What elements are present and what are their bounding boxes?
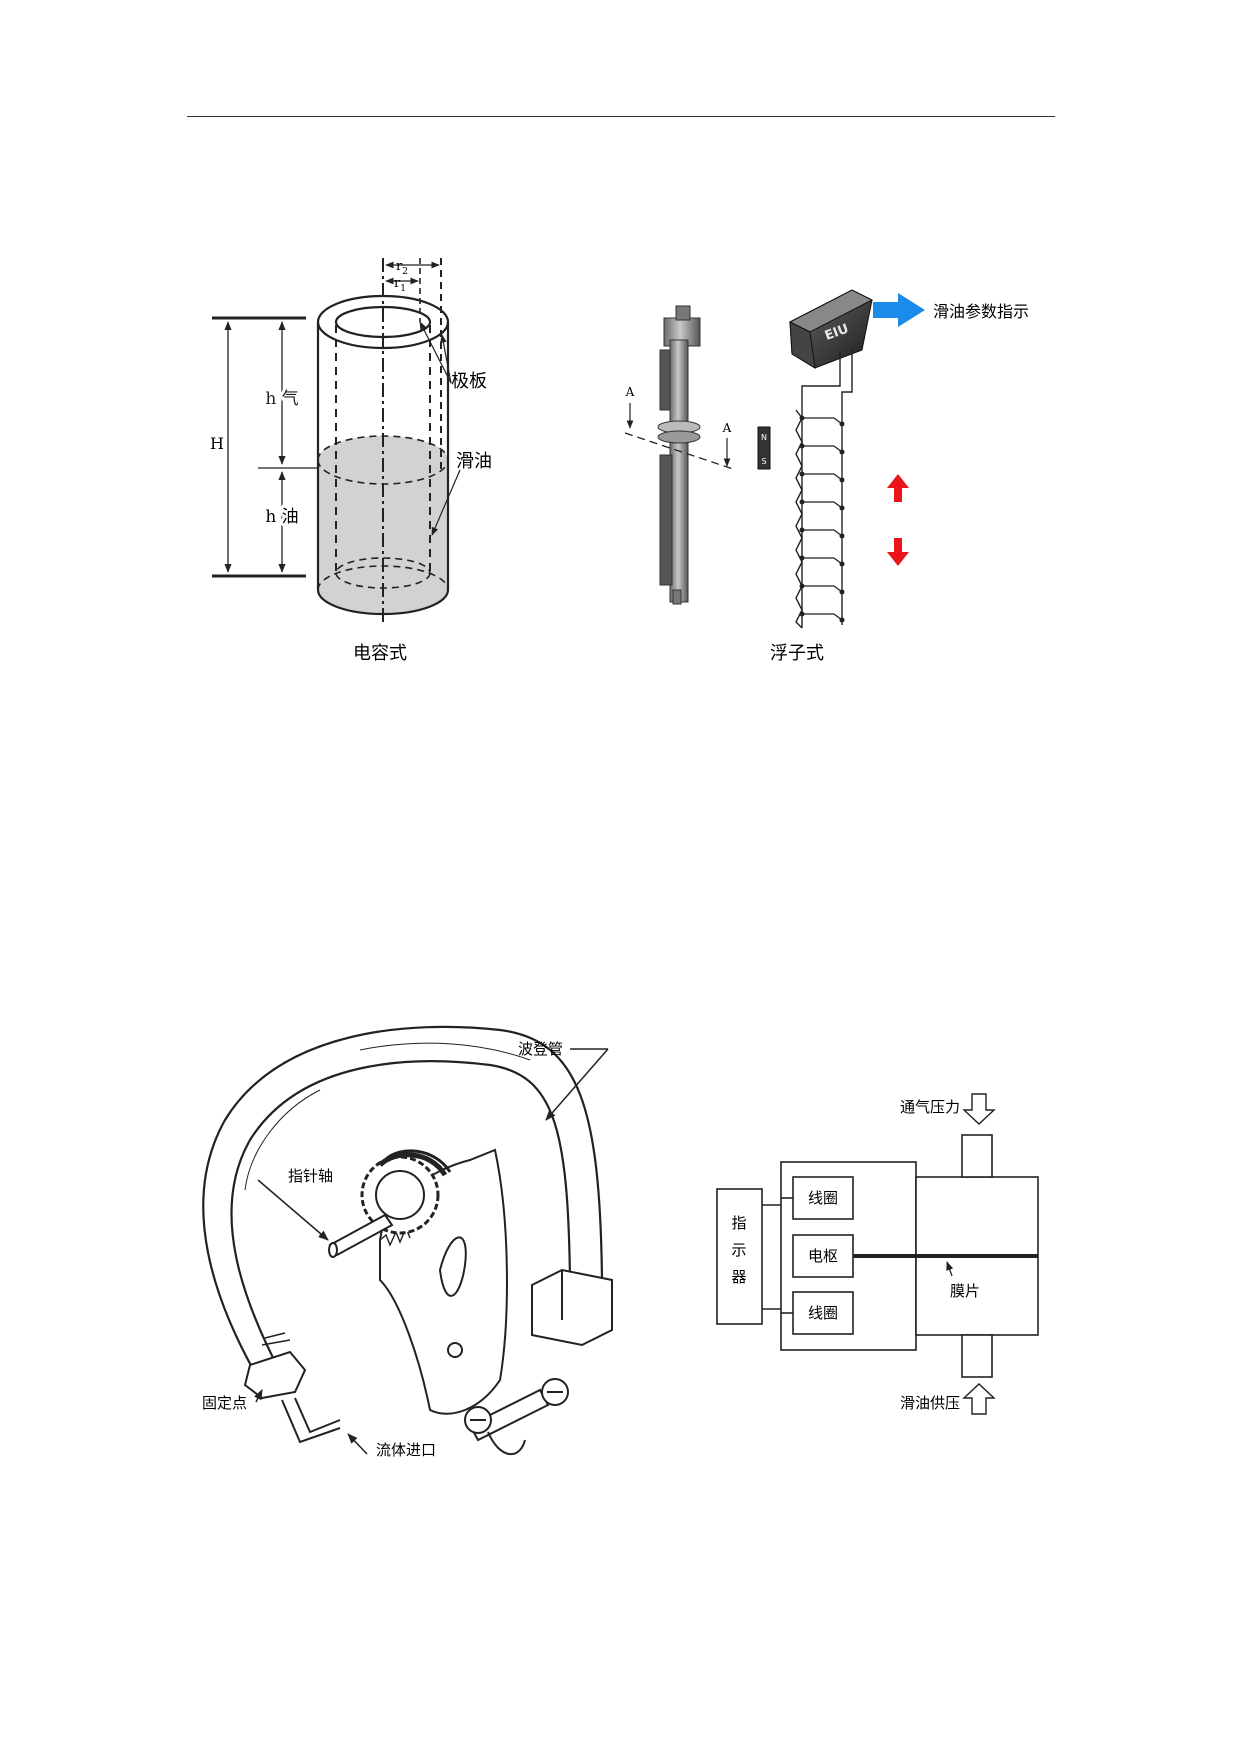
h-gas-label: h 气 — [265, 389, 298, 409]
section-a-left: A — [625, 385, 635, 399]
float-down-arrow — [887, 538, 909, 566]
probe-rod — [657, 305, 701, 605]
capacitive-diagram: r2 r1 H h 气 h 油 极板 滑油 电容式 — [210, 258, 492, 664]
r1-subscript: 1 — [400, 284, 406, 294]
coil-top-box — [792, 1176, 854, 1220]
fluid-inlet-label: 流体进口 — [376, 1441, 436, 1459]
diaphragm-label: 膜片 — [950, 1282, 980, 1300]
indication-label: 滑油参数指示 — [933, 302, 1029, 321]
float-diagram: A A N S EIU 滑油参数指示 — [625, 289, 1029, 664]
pointer-shaft-label: 指针轴 — [288, 1167, 333, 1185]
r2-label: r — [396, 259, 403, 274]
magnet-s: S — [761, 457, 766, 466]
coil-top-label: 线圈 — [808, 1189, 838, 1207]
H-label: H — [210, 434, 224, 453]
plate-label: 极板 — [451, 371, 487, 392]
indication-arrow — [873, 293, 925, 327]
oil-supply-label: 滑油供压 — [900, 1394, 960, 1412]
coil-bottom-box — [792, 1291, 854, 1335]
r1-label: r — [394, 276, 401, 291]
oil-supply-port — [961, 1334, 993, 1378]
fixed-point-label: 固定点 — [202, 1394, 247, 1412]
float-caption: 浮子式 — [770, 643, 824, 664]
h-oil-label: h 油 — [265, 507, 298, 527]
oil-supply-arrow — [962, 1383, 996, 1415]
bourdon-diagram — [202, 1025, 613, 1456]
vent-port — [961, 1134, 993, 1178]
armature-box — [792, 1234, 854, 1278]
eiu-unit: EIU — [788, 289, 874, 369]
magnet-n: N — [761, 433, 767, 442]
indicator-char-3: 器 — [731, 1268, 746, 1286]
r2-subscript: 2 — [402, 267, 408, 277]
indicator-box — [716, 1188, 763, 1325]
oil-label: 滑油 — [456, 451, 492, 472]
coil-bottom-label: 线圈 — [808, 1304, 838, 1322]
armature-label: 电枢 — [808, 1247, 838, 1265]
header-rule — [187, 116, 1055, 117]
svg-text:r2: r2 — [396, 259, 408, 277]
capacitive-caption: 电容式 — [353, 643, 407, 664]
magnet — [757, 426, 771, 470]
vent-pressure-label: 通气压力 — [900, 1098, 960, 1116]
bourdon-tube-label: 波登管 — [518, 1040, 563, 1058]
indicator-char-2: 示 — [731, 1241, 746, 1259]
float-up-arrow — [887, 474, 909, 502]
svg-text:r1: r1 — [394, 276, 406, 294]
vent-pressure-arrow — [962, 1093, 996, 1125]
bourdon-tube — [202, 1025, 604, 1396]
diaphragm-diagram — [716, 1093, 1039, 1415]
reed-switch-ladder — [795, 409, 845, 629]
indicator-char-1: 指 — [731, 1214, 746, 1232]
section-a-right: A — [722, 421, 732, 435]
